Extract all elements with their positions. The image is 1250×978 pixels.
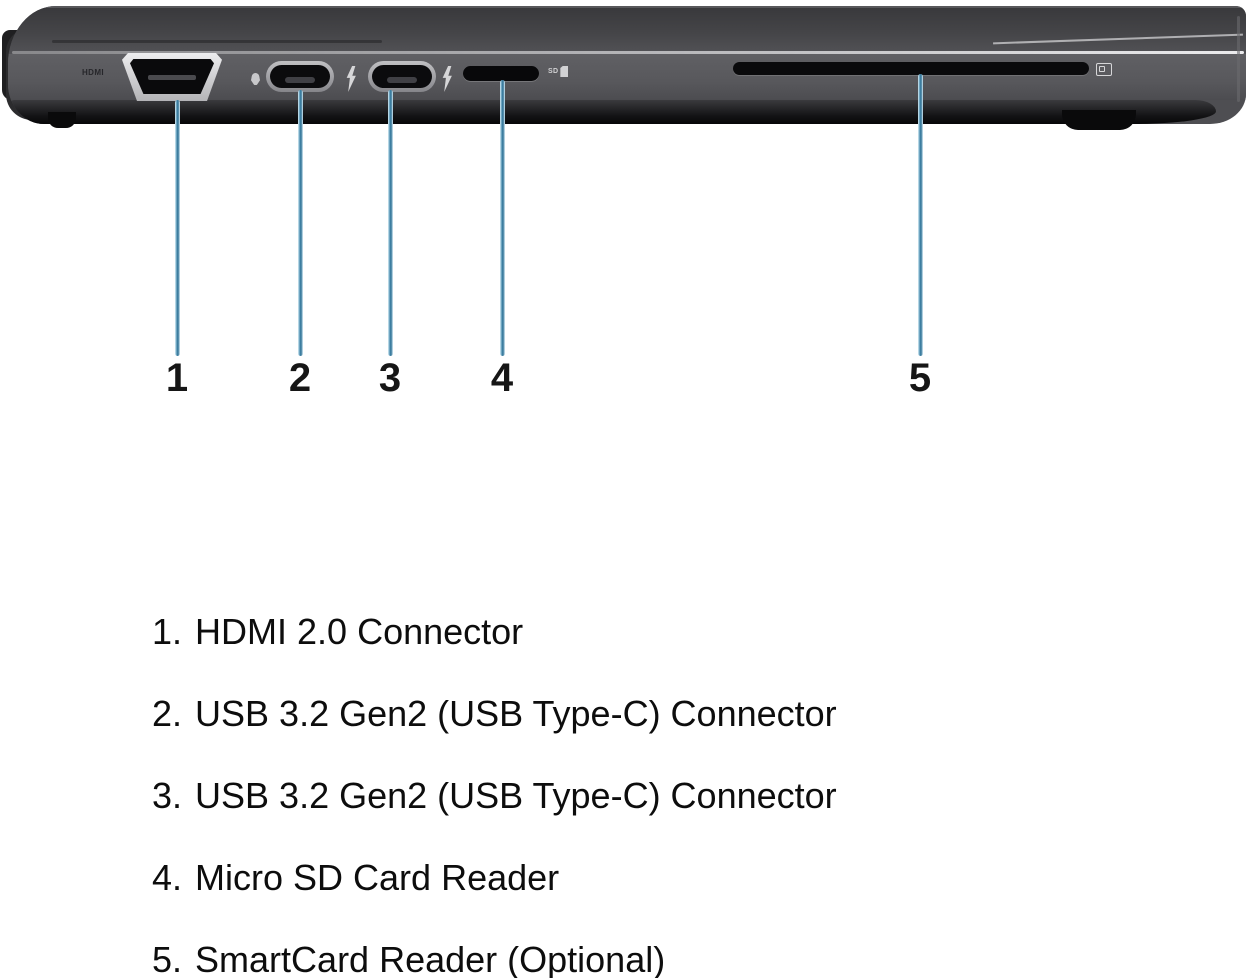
rubber-foot-right xyxy=(1062,110,1136,130)
legend-item-number: 1. xyxy=(152,611,183,652)
legend-item-number: 5. xyxy=(152,939,183,978)
usb-c-port-2-tongue xyxy=(387,77,417,83)
legend-item: 2. USB 3.2 Gen2 (USB Type-C) Connector xyxy=(152,696,837,732)
callout-number-5: 5 xyxy=(908,356,932,400)
micro-sd-icon: SD xyxy=(548,66,569,77)
legend-item-label: USB 3.2 Gen2 (USB Type-C) Connector xyxy=(195,775,837,816)
sd-card-icon xyxy=(560,66,569,77)
port-indicator-icon xyxy=(251,73,260,85)
legend-item-label: HDMI 2.0 Connector xyxy=(195,611,524,652)
usb-c-port-1 xyxy=(266,61,334,92)
legend-item-number: 3. xyxy=(152,775,183,816)
usb-c-port-1-tongue xyxy=(285,77,315,83)
legend-item: 3. USB 3.2 Gen2 (USB Type-C) Connector xyxy=(152,778,837,814)
legend-item: 4. Micro SD Card Reader xyxy=(152,860,837,896)
legend-item: 1. HDMI 2.0 Connector xyxy=(152,614,837,650)
laptop-lid xyxy=(8,6,1246,54)
hdmi-port-pins xyxy=(148,75,196,81)
callout-number-4: 4 xyxy=(490,356,514,400)
sd-label: SD xyxy=(548,68,559,75)
right-edge-line xyxy=(1237,16,1240,102)
lid-groove xyxy=(52,40,382,43)
usb-c-port-2 xyxy=(368,61,436,92)
smartcard-icon xyxy=(1096,63,1112,76)
hdmi-port-interior xyxy=(130,59,214,94)
legend-item-number: 2. xyxy=(152,693,183,734)
laptop-side-view: HDMI SD xyxy=(2,6,1246,130)
callout-line-2 xyxy=(298,90,303,356)
rubber-foot-left xyxy=(48,112,76,128)
usb-c-port-1-interior xyxy=(270,65,330,88)
callout-number-2: 2 xyxy=(288,356,312,400)
callout-number-3: 3 xyxy=(378,356,402,400)
lid-base-seam xyxy=(12,51,1244,54)
legend-item-number: 4. xyxy=(152,857,183,898)
callout-line-4 xyxy=(500,80,505,356)
hdmi-port xyxy=(122,53,222,101)
legend-item-label: SmartCard Reader (Optional) xyxy=(195,939,666,978)
callout-line-5 xyxy=(918,74,923,356)
hdmi-label: HDMI xyxy=(82,68,105,77)
legend: 1. HDMI 2.0 Connector 2. USB 3.2 Gen2 (U… xyxy=(152,614,837,978)
micro-sd-slot xyxy=(463,66,539,81)
callout-number-1: 1 xyxy=(165,356,189,400)
usb-c-port-2-interior xyxy=(372,65,432,88)
thunderbolt-icon xyxy=(346,66,356,92)
thunderbolt-icon xyxy=(442,66,452,92)
callout-line-1 xyxy=(175,100,180,356)
smartcard-slot xyxy=(733,62,1089,75)
callout-line-3 xyxy=(388,90,393,356)
legend-item-label: USB 3.2 Gen2 (USB Type-C) Connector xyxy=(195,693,837,734)
legend-item: 5. SmartCard Reader (Optional) xyxy=(152,942,837,978)
laptop-underside xyxy=(10,100,1216,124)
legend-item-label: Micro SD Card Reader xyxy=(195,857,560,898)
smartcard-chip-icon xyxy=(1099,66,1105,72)
